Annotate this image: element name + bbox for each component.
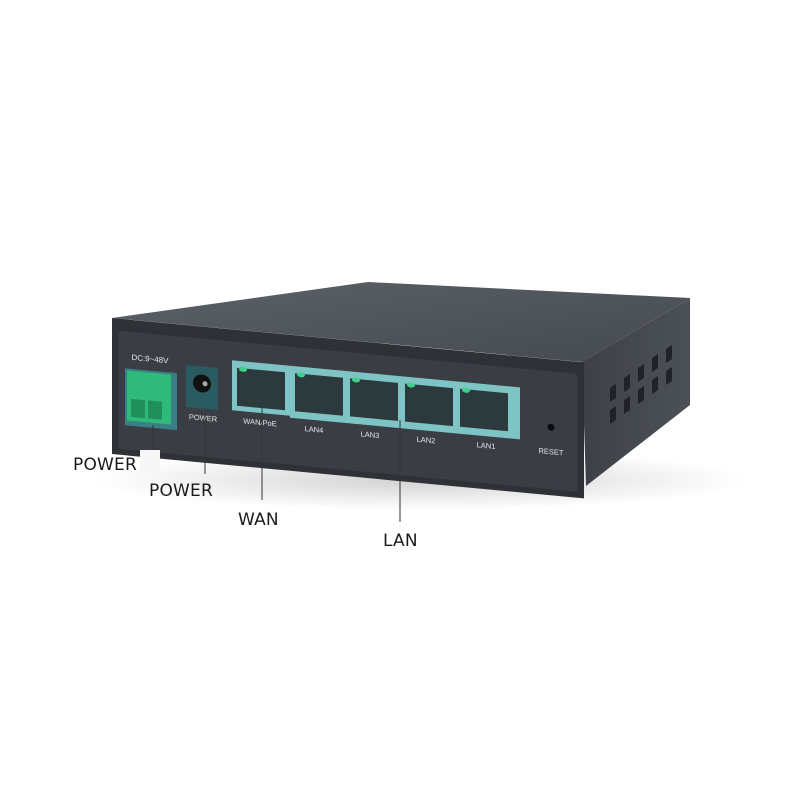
right-side: [582, 298, 690, 486]
callout-power: POWER: [149, 481, 213, 501]
wan-port[interactable]: [232, 360, 290, 416]
callout-lan: LAN: [383, 531, 418, 551]
lan2-label: LAN2: [417, 435, 436, 446]
power-jack: [186, 364, 218, 410]
lan-port-lan3[interactable]: [350, 377, 398, 421]
lan-port-lan1[interactable]: [460, 387, 508, 432]
lan3-label: LAN3: [361, 429, 380, 440]
lan4-label: LAN4: [305, 424, 324, 435]
lan-port-lan4[interactable]: [295, 372, 343, 416]
reset-label: RESET: [539, 446, 564, 457]
wan-label: WAN/PoE: [243, 416, 276, 428]
callout-wan: WAN: [238, 510, 279, 530]
lan-port-lan2[interactable]: [405, 382, 453, 427]
power-jack-label: POWER: [189, 412, 218, 424]
callout-terminal: POWER: [73, 455, 137, 475]
top-face: [112, 282, 690, 362]
vents: [610, 345, 672, 424]
reset-button[interactable]: [547, 423, 555, 431]
terminal-block: [125, 368, 177, 431]
lan1-label: LAN1: [477, 440, 496, 451]
voltage-label: DC:9~48V: [131, 353, 169, 366]
label-patch: [140, 450, 160, 472]
